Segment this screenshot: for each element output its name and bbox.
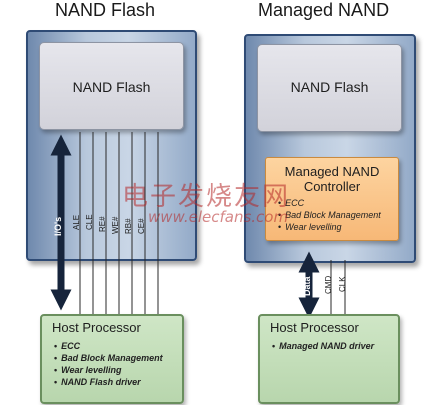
- watermark-cn: 电子发烧友网: [122, 182, 291, 212]
- pin-label: WE#: [111, 216, 120, 234]
- host-item: Bad Block Management: [54, 352, 163, 364]
- controller-title-line1: Managed NAND: [284, 164, 380, 179]
- controller-item: Wear levelling: [278, 221, 381, 233]
- watermark-url: www.elecfans.com: [148, 208, 289, 226]
- left-nand-chip-label: NAND Flash: [72, 79, 151, 95]
- right-control-lines: [330, 260, 346, 316]
- controller-title-line2: Controller: [303, 179, 361, 194]
- host-item: Managed NAND driver: [272, 340, 374, 352]
- controller-item: Bad Block Management: [278, 209, 381, 221]
- pin-label: RE#: [98, 216, 107, 232]
- left-bus-label: I/O's: [53, 216, 63, 236]
- host-item: NAND Flash driver: [54, 376, 163, 388]
- host-item: ECC: [54, 340, 163, 352]
- right-host-feature-list: Managed NAND driver: [272, 340, 374, 352]
- left-host-processor: Host Processor ECC Bad Block Management …: [40, 314, 184, 404]
- right-nand-chip: NAND Flash: [257, 44, 402, 132]
- pin-label: CLK: [338, 276, 347, 292]
- managed-nand-controller: Managed NAND Controller ECC Bad Block Ma…: [265, 157, 399, 241]
- left-title: NAND Flash: [55, 0, 156, 20]
- left-host-title: Host Processor: [52, 320, 141, 335]
- pin-label: CE#: [137, 218, 146, 234]
- controller-feature-list: ECC Bad Block Management Wear levelling: [278, 197, 381, 233]
- pin-label: CLE: [85, 214, 94, 230]
- right-host-title: Host Processor: [270, 320, 359, 335]
- right-title: Managed NAND: [258, 0, 390, 20]
- right-nand-chip-label: NAND Flash: [290, 79, 369, 95]
- left-nand-chip: NAND Flash: [39, 42, 184, 130]
- right-bus-label: Data: [302, 276, 312, 296]
- host-item: Wear levelling: [54, 364, 163, 376]
- pin-label: RB#: [124, 218, 133, 234]
- right-host-processor: Host Processor Managed NAND driver: [258, 314, 400, 404]
- left-control-lines: [79, 132, 159, 316]
- pin-label: CMD: [324, 275, 333, 294]
- controller-item: ECC: [278, 197, 381, 209]
- pin-label: ALE: [72, 214, 81, 230]
- left-host-feature-list: ECC Bad Block Management Wear levelling …: [54, 340, 163, 388]
